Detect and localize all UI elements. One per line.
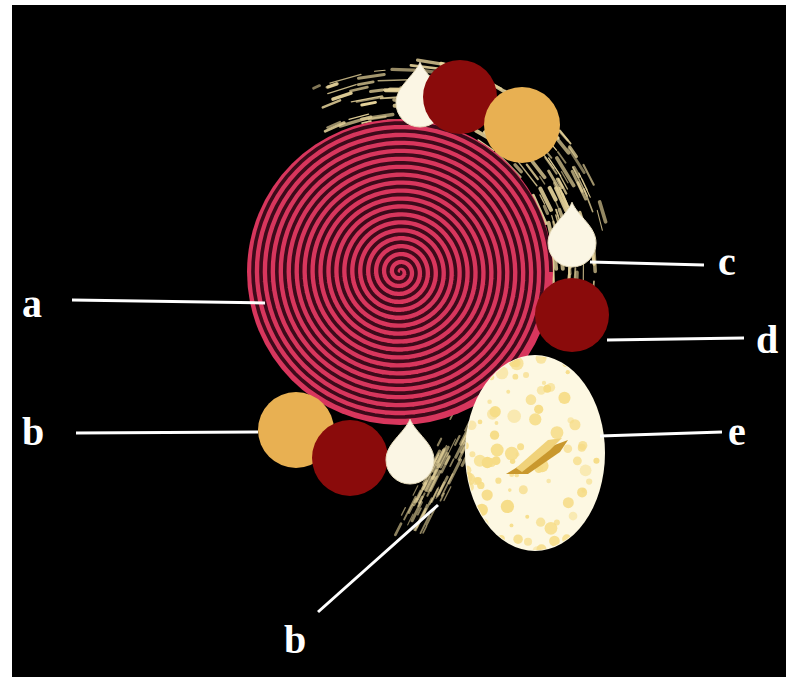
part-label: b — [284, 620, 306, 660]
leader-line — [72, 300, 265, 303]
part-label: a — [22, 284, 42, 324]
part-label: c — [718, 242, 736, 282]
part-label: d — [756, 320, 778, 360]
leader-line — [607, 338, 744, 340]
leader-line — [590, 262, 704, 265]
leader-line — [318, 505, 438, 612]
part-label: b — [22, 412, 44, 452]
leader-lines — [72, 262, 744, 612]
leader-line — [600, 432, 722, 436]
garnish — [258, 60, 610, 555]
leader-line — [76, 432, 258, 433]
part-label: e — [728, 412, 746, 452]
background — [12, 5, 786, 677]
